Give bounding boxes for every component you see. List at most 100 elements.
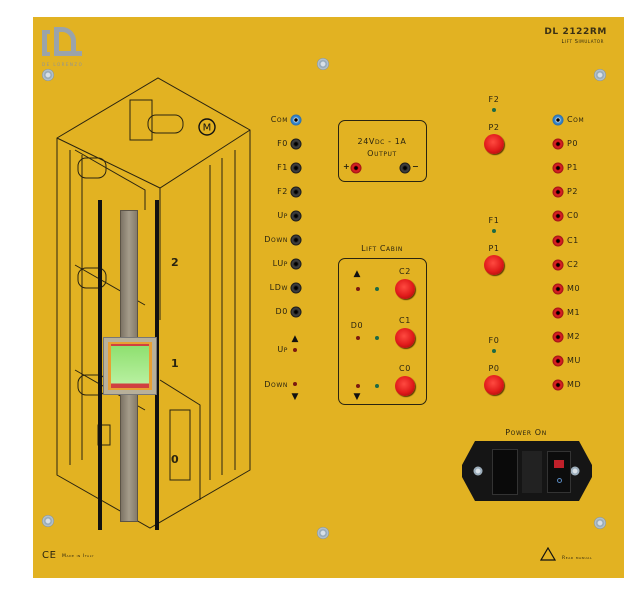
output-plus-jack[interactable] [350, 162, 362, 174]
plus-sign: + [343, 162, 351, 171]
screw [42, 69, 54, 81]
floor-label-1: 1 [171, 357, 180, 370]
jack-label-c0: C0 [567, 211, 579, 221]
cabin-led-red [356, 384, 360, 388]
down-arrow-icon: ▼ [291, 392, 299, 402]
logo-text: DE LORENZO [42, 62, 84, 67]
jack-label-p0: P0 [567, 139, 579, 149]
floor-led-f2 [492, 108, 496, 112]
cabin-button-c2[interactable] [395, 279, 415, 299]
floor-label-0: 0 [171, 453, 180, 466]
guide-rail-left [98, 200, 102, 530]
jack-label-m0: M0 [567, 283, 581, 293]
ce-mark: CE [42, 550, 57, 561]
up-led-label: Up [277, 345, 288, 354]
floor-led-label-f0: F0 [488, 336, 500, 345]
screw [317, 58, 329, 70]
jack-p1[interactable] [552, 162, 564, 174]
output-rating: 24Vdc - 1A [357, 137, 407, 146]
jack-m0[interactable] [552, 283, 564, 295]
jack-label-c1: C1 [567, 235, 579, 245]
jack-up[interactable] [290, 210, 302, 222]
jack-label-com: Com [567, 115, 585, 124]
floor-button-p2[interactable] [484, 134, 504, 154]
jack-c1[interactable] [552, 235, 564, 246]
screw [570, 466, 580, 476]
jack-com[interactable] [552, 114, 564, 126]
power-on-label: Power On [505, 428, 547, 437]
jack-m2[interactable] [552, 331, 564, 343]
floor-button-p0[interactable] [484, 375, 504, 395]
cabin-led-green [375, 384, 379, 388]
jack-m1[interactable] [552, 307, 564, 319]
floor-button-p1[interactable] [484, 254, 504, 275]
screw [317, 527, 329, 539]
de-lorenzo-logo [42, 27, 82, 56]
made-in-italy: Made in Italy [62, 554, 95, 559]
output-minus-jack[interactable] [399, 162, 411, 174]
down-led [293, 382, 297, 386]
guide-rail-right [155, 200, 159, 530]
power-switch[interactable] [547, 451, 571, 493]
jack-label-p2: P2 [567, 187, 579, 197]
jack-md[interactable] [552, 379, 564, 391]
jack-f0[interactable] [290, 138, 302, 150]
jack-c0[interactable] [552, 210, 564, 222]
lift-cabin-title: Lift Cabin [361, 244, 403, 253]
iec-socket[interactable] [492, 449, 518, 495]
jack-com[interactable] [290, 114, 302, 126]
output-box [338, 120, 427, 182]
screw [42, 515, 54, 527]
cabin-button-label-c1: C1 [399, 315, 411, 325]
jack-label-m2: M2 [567, 331, 581, 341]
floor-led-label-f2: F2 [488, 95, 500, 104]
lift-cabin-box [338, 258, 427, 405]
jack-label-p1: P1 [567, 163, 579, 173]
screw [594, 517, 606, 529]
jack-c2[interactable] [552, 259, 564, 271]
cabin-led-green [375, 335, 379, 340]
floor-label-2: 2 [171, 256, 180, 269]
jack-label-c2: C2 [567, 259, 579, 269]
svg-text:M: M [203, 123, 212, 134]
jack-label-m1: M1 [567, 307, 581, 317]
fuse-holder[interactable] [522, 451, 542, 493]
cabin-button-label-c2: C2 [399, 267, 411, 276]
jack-label-f2: F2 [277, 187, 288, 196]
jack-f2[interactable] [290, 186, 302, 198]
cabin-led-red [356, 287, 360, 291]
minus-sign: − [412, 162, 420, 171]
cabin-button-c1[interactable] [395, 327, 415, 348]
cabin-down-arrow-icon: ▼ [353, 392, 361, 402]
cabin-led-red [356, 335, 360, 340]
cabin-button-c0[interactable] [395, 376, 415, 396]
jack-label-down: Down [264, 235, 288, 244]
jack-ldw[interactable] [290, 282, 302, 294]
motor-icon: M [198, 118, 216, 136]
screw [473, 466, 483, 476]
jack-p0[interactable] [552, 138, 564, 150]
jack-d0[interactable] [290, 306, 302, 318]
down-led-label: Down [264, 380, 288, 389]
cabin-led-green [375, 287, 379, 291]
jack-label-com: Com [270, 115, 288, 124]
jack-label-f0: F0 [277, 139, 288, 148]
warning-icon [540, 547, 556, 561]
up-led [293, 348, 297, 352]
jack-label-d0: D0 [275, 307, 288, 316]
jack-label-up: Up [277, 211, 288, 220]
cabin-button-label-c0: C0 [399, 364, 411, 373]
jack-lup[interactable] [290, 258, 302, 270]
read-manual: Read manual [562, 556, 593, 561]
floor-button-label-p1: P1 [488, 243, 500, 253]
lift-shaft-drawing [56, 77, 251, 529]
jack-f1[interactable] [290, 162, 302, 174]
floor-led-f0 [492, 349, 496, 353]
jack-p2[interactable] [552, 186, 564, 198]
jack-mu[interactable] [552, 355, 564, 367]
jack-label-lup: LUp [272, 259, 288, 268]
lift-cabin-display [103, 337, 157, 395]
floor-button-label-p0: P0 [488, 364, 500, 373]
model-subtitle: Lift Simulator [561, 39, 604, 45]
jack-down[interactable] [290, 234, 302, 246]
